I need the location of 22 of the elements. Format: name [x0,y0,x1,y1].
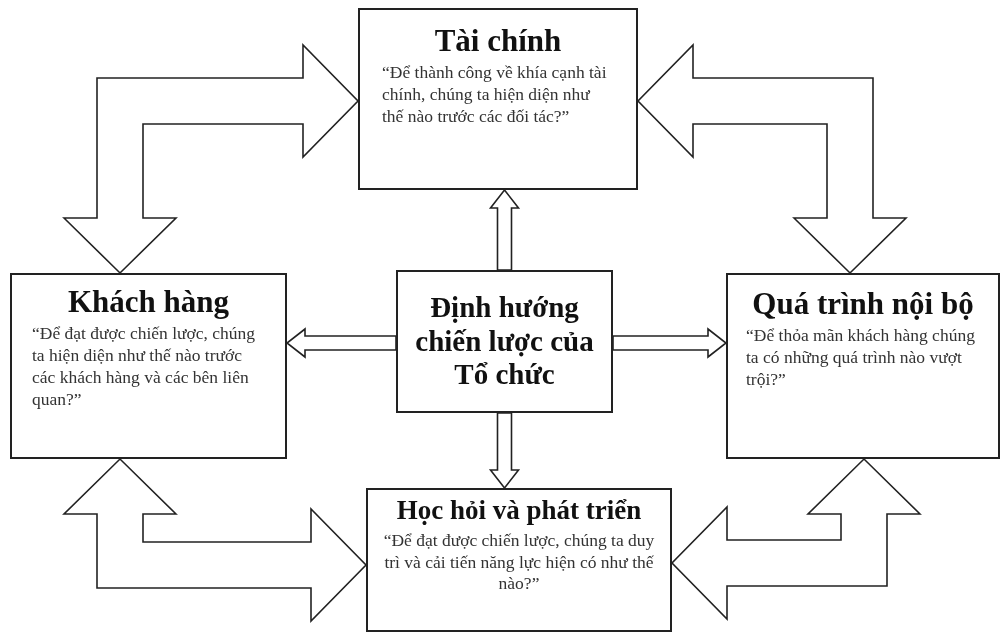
block-arrow [285,327,397,359]
box-title: Quá trình nội bộ [751,287,975,322]
perspective-box [10,273,287,459]
box-text: “Để thành công về khía cạnh tài chính, chúng ta hiện diện như thế nào trước các đối tác?” [382,62,608,128]
box-title: Khách hàng [66,285,231,320]
bent-block-arrow [62,457,368,623]
box-title: Tài chính [433,24,563,59]
block-arrow [612,327,728,359]
perspective-box [366,488,672,632]
bent-block-arrow [636,43,908,275]
strategy-box [396,270,613,413]
box-title: Định hướng chiến lược của Tổ chức [414,291,595,392]
block-arrow [488,188,521,271]
box-title: Học hỏi và phát triển [395,496,643,526]
box-text: “Để thỏa mãn khách hàng chúng ta có những quá trình nào vượt trội?” [746,325,976,391]
block-arrow [488,412,521,490]
perspective-box [358,8,638,190]
perspective-box [726,273,1000,459]
box-text: “Để đạt được chiến lược, chúng ta hiện diện như thế nào trước các khách hàng và các bên liên quan?” [32,323,257,411]
bent-block-arrow [670,457,922,621]
bent-block-arrow [62,43,360,275]
box-text: “Để đạt được chiến lược, chúng ta duy trì và cải tiến năng lực hiện có như thế nào?” [382,529,656,596]
